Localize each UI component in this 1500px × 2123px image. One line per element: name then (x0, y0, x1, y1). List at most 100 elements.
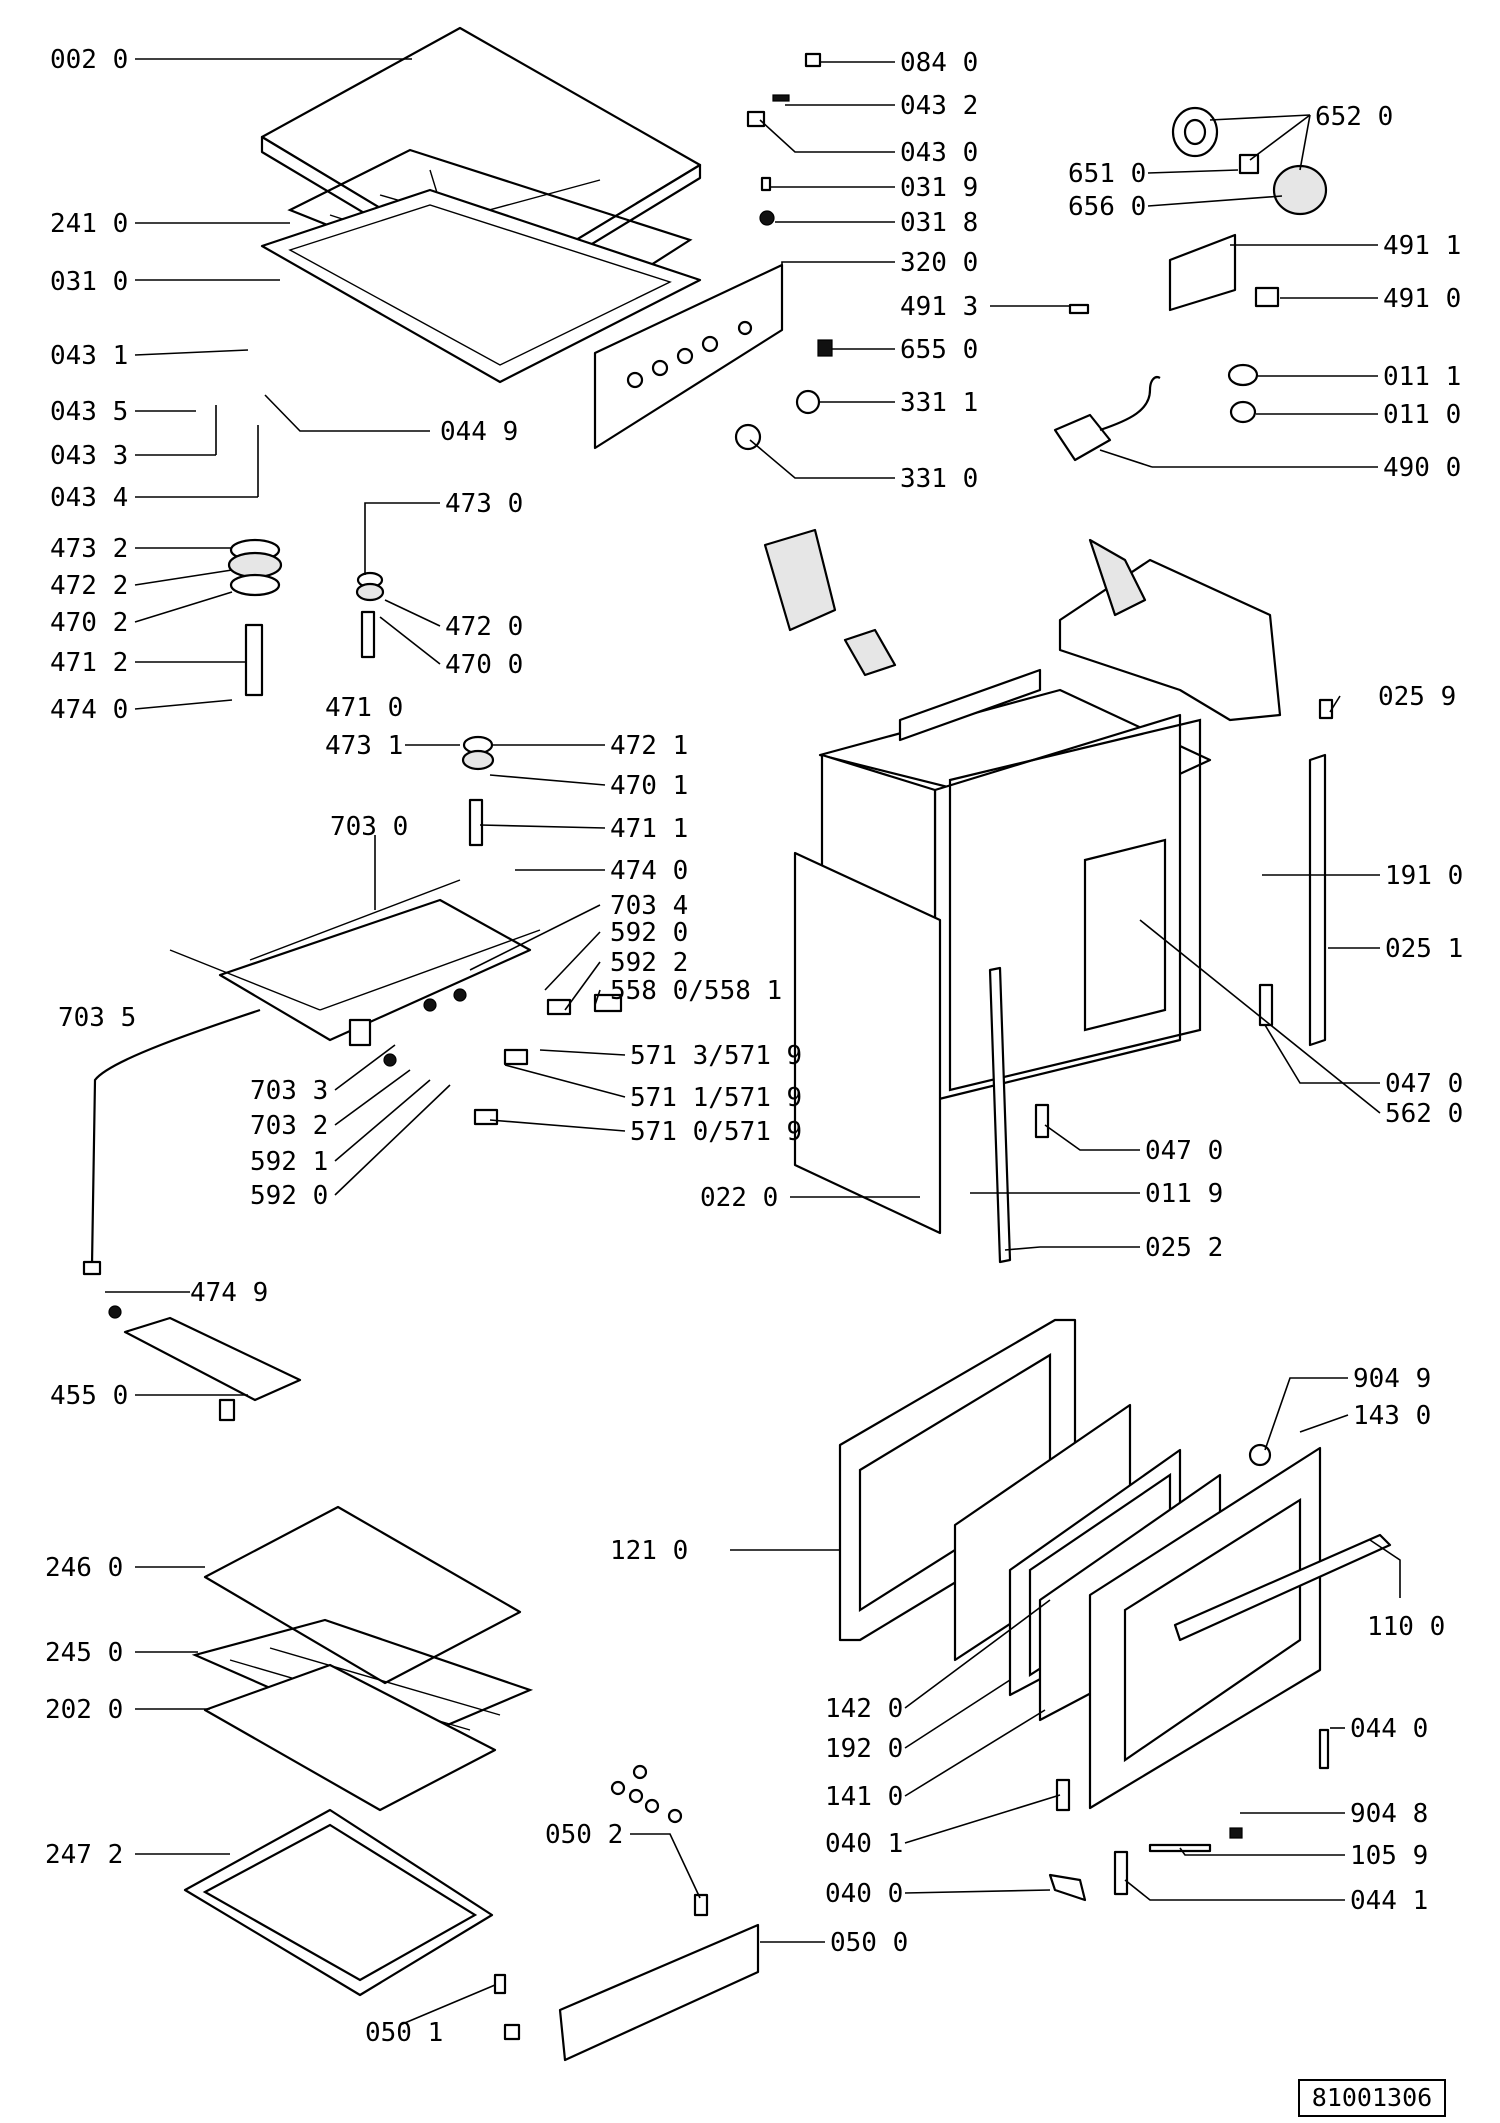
label-043-3: 043 3 (50, 441, 128, 471)
label-011-0: 011 0 (1383, 400, 1461, 430)
label-592-2: 592 2 (610, 948, 688, 978)
label-320-0: 320 0 (900, 248, 978, 278)
part-number-labels: 002 0 241 0 031 0 043 1 043 5 043 3 043 … (45, 45, 1463, 2048)
parts-drawing (82, 26, 1392, 2062)
oven-door-assembly (838, 1318, 1392, 1810)
label-331-0: 331 0 (900, 464, 978, 494)
label-040-1: 040 1 (825, 1829, 903, 1859)
label-473-1: 473 1 (325, 731, 403, 761)
label-011-1: 011 1 (1383, 362, 1461, 392)
label-474-9: 474 9 (190, 1278, 268, 1308)
label-703-5: 703 5 (58, 1003, 136, 1033)
trim-strips (988, 698, 1334, 1264)
label-043-5: 043 5 (50, 397, 128, 427)
label-904-8: 904 8 (1350, 1799, 1428, 1829)
label-703-0: 703 0 (330, 812, 408, 842)
label-656-0: 656 0 (1068, 192, 1146, 222)
label-703-3: 703 3 (250, 1076, 328, 1106)
gas-pipe-703-5 (82, 1008, 261, 1276)
gas-valves (473, 993, 623, 1126)
label-025-9: 025 9 (1378, 682, 1456, 712)
burner-small-2 (461, 735, 495, 847)
label-455-0: 455 0 (50, 1381, 128, 1411)
label-571-0: 571 0/571 9 (630, 1117, 802, 1147)
label-592-1: 592 1 (250, 1147, 328, 1177)
label-141-0: 141 0 (825, 1782, 903, 1812)
label-043-1: 043 1 (50, 341, 128, 371)
drawer-front-050 (493, 1893, 760, 2062)
drawer-frame-247 (183, 1808, 494, 1997)
grill-burner-455 (108, 1305, 302, 1422)
label-043-4: 043 4 (50, 483, 128, 513)
small-hardware-top (734, 52, 1090, 451)
label-471-0: 471 0 (325, 693, 403, 723)
label-241-0: 241 0 (50, 209, 128, 239)
label-470-1: 470 1 (610, 771, 688, 801)
label-331-1: 331 1 (900, 388, 978, 418)
label-110-0: 110 0 (1367, 1612, 1445, 1642)
label-472-0: 472 0 (445, 612, 523, 642)
side-panel-022 (793, 851, 942, 1235)
label-044-1: 044 1 (1350, 1886, 1428, 1916)
label-025-1: 025 1 (1385, 934, 1463, 964)
label-592-0-b: 592 0 (250, 1181, 328, 1211)
label-473-0: 473 0 (445, 489, 523, 519)
baking-tray-246 (203, 1505, 522, 1685)
label-491-0: 491 0 (1383, 284, 1461, 314)
label-490-0: 490 0 (1383, 453, 1461, 483)
drip-tray-202 (203, 1663, 497, 1812)
label-121-0: 121 0 (610, 1536, 688, 1566)
screw-cluster (610, 1764, 683, 1824)
label-491-3: 491 3 (900, 292, 978, 322)
label-470-2: 470 2 (50, 608, 128, 638)
label-471-1: 471 1 (610, 814, 688, 844)
drawing-code: 81001306 (1311, 2083, 1433, 2112)
label-050-0: 050 0 (830, 1928, 908, 1958)
control-panel-320 (593, 263, 784, 450)
label-592-0-a: 592 0 (610, 918, 688, 948)
burner-large (227, 538, 283, 697)
label-558: 558 0/558 1 (610, 976, 782, 1006)
label-031-9: 031 9 (900, 173, 978, 203)
label-246-0: 246 0 (45, 1553, 123, 1583)
label-245-0: 245 0 (45, 1638, 123, 1668)
label-031-8: 031 8 (900, 208, 978, 238)
label-047-0-a: 047 0 (1385, 1069, 1463, 1099)
label-050-2: 050 2 (545, 1820, 623, 1850)
label-472-2: 472 2 (50, 571, 128, 601)
label-043-0: 043 0 (900, 138, 978, 168)
label-571-3: 571 3/571 9 (630, 1041, 802, 1071)
label-471-2: 471 2 (50, 648, 128, 678)
label-043-2: 043 2 (900, 91, 978, 121)
cavity-top-cover (763, 528, 1282, 742)
label-047-0-b: 047 0 (1145, 1136, 1223, 1166)
label-044-0: 044 0 (1350, 1714, 1428, 1744)
label-050-1: 050 1 (365, 2018, 443, 2048)
label-904-9: 904 9 (1353, 1364, 1431, 1394)
drawing-code-box: 81001306 (1298, 2079, 1446, 2117)
label-044-9: 044 9 (440, 417, 518, 447)
label-202-0: 202 0 (45, 1695, 123, 1725)
label-470-0: 470 0 (445, 650, 523, 680)
burner-small-1 (355, 571, 385, 659)
oven-lamp-assembly (1171, 106, 1328, 216)
gas-manifold-assembly (169, 879, 541, 1067)
label-192-0: 192 0 (825, 1734, 903, 1764)
label-031-0: 031 0 (50, 267, 128, 297)
label-040-0: 040 0 (825, 1879, 903, 1909)
label-651-0: 651 0 (1068, 159, 1146, 189)
label-474-0-a: 474 0 (50, 695, 128, 725)
label-191-0: 191 0 (1385, 861, 1463, 891)
label-084-0: 084 0 (900, 48, 978, 78)
label-473-2: 473 2 (50, 534, 128, 564)
label-022-0: 022 0 (700, 1183, 778, 1213)
label-474-0-b: 474 0 (610, 856, 688, 886)
label-655-0: 655 0 (900, 335, 978, 365)
label-562-0: 562 0 (1385, 1099, 1463, 1129)
leader-lines (105, 58, 1401, 2026)
label-002-0: 002 0 (50, 45, 128, 75)
label-011-9: 011 9 (1145, 1179, 1223, 1209)
label-142-0: 142 0 (825, 1694, 903, 1724)
label-491-1: 491 1 (1383, 231, 1461, 261)
